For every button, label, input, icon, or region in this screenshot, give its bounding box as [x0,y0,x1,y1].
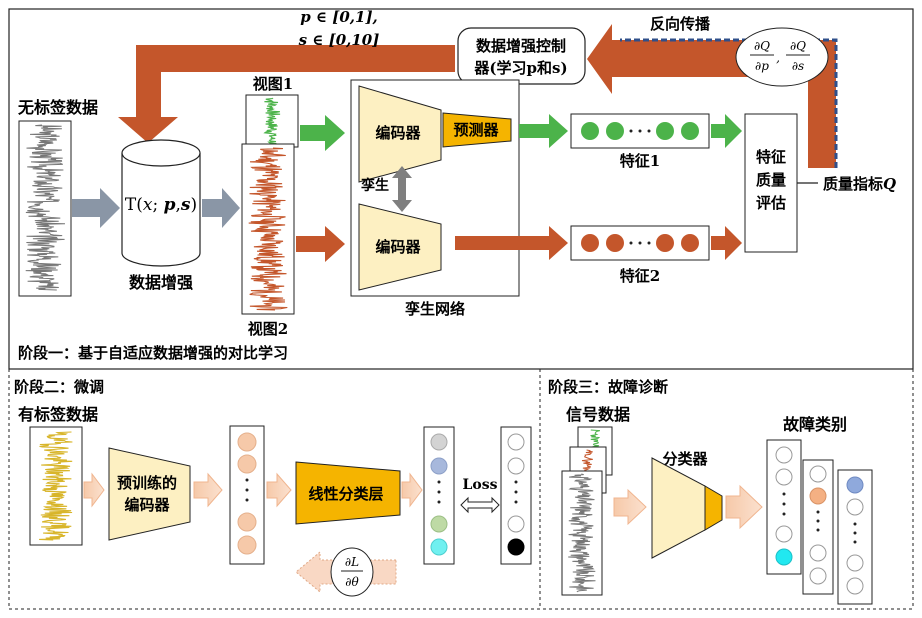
view2-signal [248,147,288,311]
arrow-linear-to-output [401,472,423,508]
augment-label: 数据增强 [129,273,193,292]
stage2-title: 阶段二：微调 [14,378,104,396]
pretrained-line2: 编码器 [124,496,170,514]
loss-label: Loss [463,477,498,493]
view1-label: 视图1 [253,75,293,93]
pretrained-line1: 预训练的 [117,474,177,492]
twin-arrow [392,166,412,212]
encoder-bottom-label: 编码器 [375,238,421,256]
signal-gray [568,473,596,593]
linear-classifier [295,461,401,525]
arrow-view1-to-encoder [300,115,345,151]
quality-eval-line1: 特征 [756,148,786,166]
labeled-signal [39,431,73,541]
gradient-expression: ∂Q ∂p , ∂Q ∂s [750,39,810,73]
view2-label: 视图2 [248,320,288,338]
predictor [442,112,512,148]
encoder-top [358,85,442,183]
gradient-L-expression: ∂L ∂θ [341,555,363,589]
quality-eval-line2: 质量 [756,171,786,189]
augment-function: T(x; p,s) [125,195,197,215]
control-path [118,45,455,143]
arrow-augment-to-views [202,188,240,228]
fault-class-label: 故障类别 [783,415,847,434]
encoder-top-label: 编码器 [375,124,421,142]
label-dots [507,433,525,556]
linear-layer-label: 线性分类层 [308,485,383,503]
view1-signal [263,97,281,145]
backprop-label: 反向传播 [650,15,711,33]
param-p: p ∈ [0,1], [300,8,378,26]
param-s: s ∈ [0,10] [299,31,380,49]
loss-arrow [460,496,500,514]
arrow-encoder-to-embed [193,472,223,508]
svg-text:∂p: ∂p [755,59,769,73]
quality-eval-line3: 评估 [756,194,786,212]
unlabeled-data-label: 无标签数据 [17,98,98,117]
signal-data-label: 信号数据 [566,405,630,424]
quality-eval-box [744,113,798,253]
arrow-classifier-to-output [725,484,763,530]
pretrained-encoder [108,447,191,541]
feature2-label: 特征2 [620,267,660,285]
controller-line1: 数据增强控制 [476,37,566,55]
feature1-label: 特征1 [620,152,660,170]
svg-text:∂L: ∂L [345,555,359,569]
unlabeled-signal-box [18,120,72,297]
encoder-bottom [358,203,442,291]
arrow-embed-to-linear [266,472,292,508]
output-dots-3 [846,476,864,595]
gradient-L-oval [330,547,374,597]
output-dots-1 [775,446,793,566]
predictor-label: 预测器 [453,121,499,139]
controller-line2: 器(学习p和s) [473,59,567,77]
svg-text:∂s: ∂s [792,59,804,73]
classifier-head [704,485,723,531]
quality-metric-label: 质量指标Q [823,175,896,193]
stage3-title: 阶段三：故障诊断 [548,378,668,396]
feature1-dots [581,122,699,140]
embedding-dots [237,432,257,555]
controller-box [457,27,586,85]
svg-text:∂θ: ∂θ [345,575,359,589]
arrow-view2-to-encoder [296,226,345,262]
twin-label: 孪生 [361,177,389,194]
svg-text:∂Q: ∂Q [790,39,806,53]
arrow-feature2-to-eval [711,226,742,260]
svg-text:∂Q: ∂Q [754,39,770,53]
svg-text:,: , [776,51,780,65]
labeled-data-label: 有标签数据 [18,405,98,424]
stage1-frame [8,8,914,370]
arrow-feature1-to-eval [711,114,742,148]
siamese-network-label: 孪生网络 [405,300,465,318]
classifier-encoder [651,457,706,559]
arrow-to-feature2 [455,226,568,260]
arrow-signal-to-classifier [613,488,647,526]
arrow-data-to-augment [72,188,120,228]
feedback-path-dash [620,38,838,168]
augment-cylinder [121,139,201,267]
gradient-oval [735,27,829,87]
stage1-title: 阶段一：基于自适应数据增强的对比学习 [18,344,288,362]
unlabeled-signal [25,124,66,291]
output-dots-2 [809,465,827,585]
feature2-dots [581,234,699,252]
arrow-to-feature1 [519,114,568,148]
classifier-label: 分类器 [662,450,708,468]
arrow-labeled-to-encoder [83,472,105,508]
prediction-dots [430,433,448,556]
